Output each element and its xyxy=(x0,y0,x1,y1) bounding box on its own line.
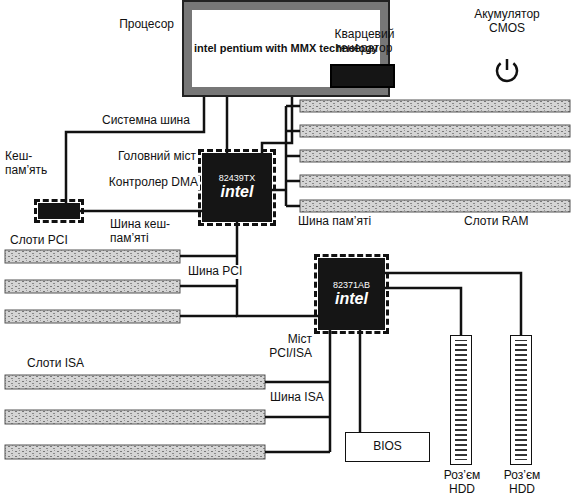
power-symbol xyxy=(493,56,521,84)
ram-slot xyxy=(300,125,570,137)
chip-marking: 82439TX xyxy=(219,173,256,183)
bus-label: Шина PCI xyxy=(186,265,244,279)
part-name: Роз’єм HDD xyxy=(432,469,492,497)
bus-label: Слоти ISA xyxy=(25,357,86,371)
pci-slot xyxy=(5,250,180,263)
part-name: Кварцевий генератор xyxy=(312,28,417,56)
isa-slot xyxy=(5,410,265,424)
cache-chip: Кеш-пам’ять xyxy=(38,203,80,219)
north-bridge-chip: Головний міст82439TXintel xyxy=(202,153,272,222)
bus-connector xyxy=(385,288,461,335)
bus-connector xyxy=(226,97,229,153)
cmos-battery: Акумулятор CMOS xyxy=(493,56,521,84)
bus-label: Шина пам’яті xyxy=(296,215,373,229)
pci-slot xyxy=(5,310,180,323)
chip-marking: intel xyxy=(335,290,368,308)
bus-label: Системна шина xyxy=(100,114,192,128)
isa-slot xyxy=(5,375,265,389)
memory-bus-wire xyxy=(272,106,300,206)
bus-connector xyxy=(66,97,204,203)
bus-label: Слоти PCI xyxy=(8,234,70,248)
chip-marking: intel xyxy=(221,183,254,201)
bus-label: Шина ISA xyxy=(268,391,326,405)
part-name: Головний міст xyxy=(98,150,196,164)
isa-slot xyxy=(5,445,265,459)
hdd-connector: Роз’єм HDD xyxy=(510,335,532,465)
bus-connector xyxy=(359,330,362,432)
crystal-oscillator: Кварцевий генератор xyxy=(330,64,395,88)
ram-slot xyxy=(300,200,570,212)
part-name: Акумулятор CMOS xyxy=(463,8,551,36)
part-name: Кеш-пам’ять xyxy=(5,150,55,178)
bus-label: Контролер DMA xyxy=(98,176,200,190)
chip-marking: BIOS xyxy=(373,440,402,454)
hdd-connector: Роз’єм HDD xyxy=(450,335,472,465)
part-name: Міст PCI/ISA xyxy=(246,333,312,361)
bus-label: Шина кеш-пам’яті xyxy=(108,218,184,246)
bus-label: Слоти RAM xyxy=(462,215,530,229)
ram-slot xyxy=(300,150,570,162)
bios-chip: BIOS xyxy=(345,432,430,462)
pci-slot xyxy=(5,280,180,293)
power-symbol xyxy=(506,59,509,70)
bus-connector xyxy=(237,222,318,316)
ram-slot xyxy=(300,175,570,187)
chip-marking: 82371AB xyxy=(333,280,370,290)
south-bridge-chip: 82371ABintelМіст PCI/ISA xyxy=(318,258,385,330)
part-name: Процесор xyxy=(90,18,174,32)
ram-slot xyxy=(300,100,570,112)
part-name: Роз’єм HDD xyxy=(492,469,552,497)
bus-connector xyxy=(385,273,521,335)
bus-connector xyxy=(80,210,202,213)
